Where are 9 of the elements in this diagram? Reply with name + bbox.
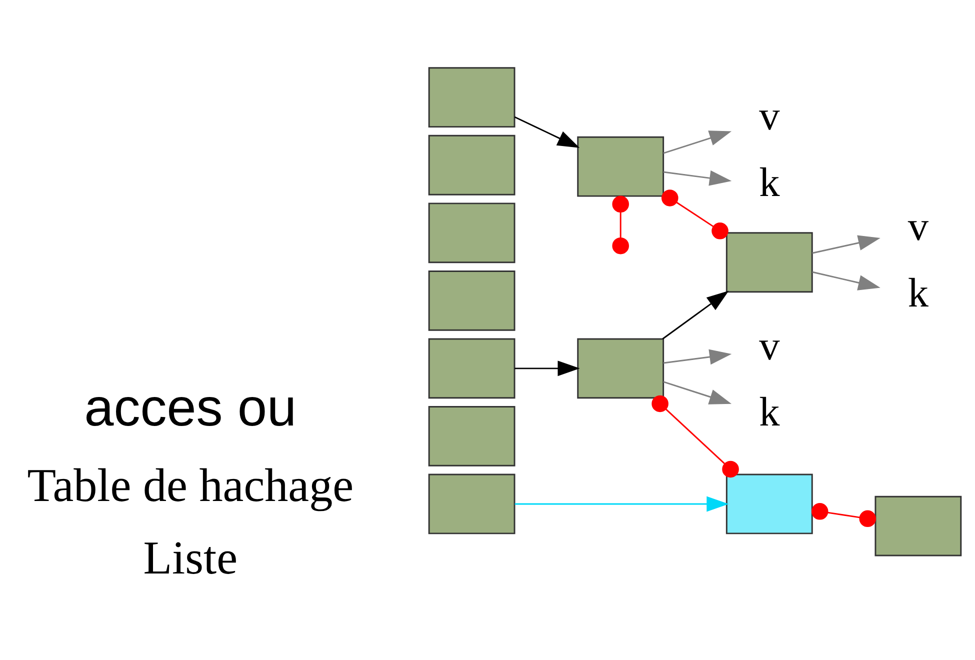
node-text: v (758, 322, 780, 368)
label: Table de hachage (26, 460, 354, 512)
node-text: v (758, 92, 780, 138)
node-text: v (907, 202, 928, 249)
node-text: k (758, 388, 780, 434)
node-text: k (758, 158, 780, 204)
label: Liste (142, 532, 238, 584)
node-text: k (907, 268, 928, 315)
label: acces ou (84, 378, 296, 438)
